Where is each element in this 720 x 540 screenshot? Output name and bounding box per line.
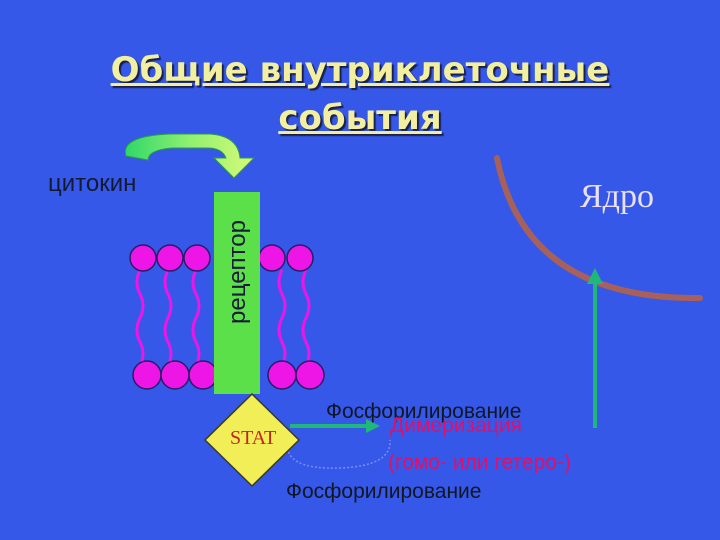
dimerization-type-label: (гомо- или гетеро-) [388, 451, 571, 474]
nucleus-membrane [494, 155, 703, 302]
stat-label: STAT [230, 427, 277, 449]
receptor-bar [214, 192, 260, 394]
phosphorylation-label-top: Фосфорилирование [326, 400, 522, 423]
cytokine-binding-arrow [124, 133, 256, 179]
slide-title-line1: Общие внутриклеточные [110, 50, 610, 90]
stat-diamond [203, 392, 301, 488]
receptor-label: рецептор [224, 220, 251, 324]
lipid-heads-bottom [132, 360, 325, 390]
lipid-tails [135, 269, 311, 367]
slide-title-line2: события [278, 98, 442, 138]
phosphorylation-label-bottom: Фосфорилирование [286, 480, 482, 503]
phosphorylation-arrowhead [366, 419, 380, 433]
dimerization-label: Димеризация [390, 414, 522, 437]
nucleus-label: Ядро [580, 178, 654, 215]
dimerization-loop [286, 439, 391, 469]
cytokine-label: цитокин [48, 170, 137, 197]
nuclear-translocation-arrowhead [587, 268, 603, 284]
